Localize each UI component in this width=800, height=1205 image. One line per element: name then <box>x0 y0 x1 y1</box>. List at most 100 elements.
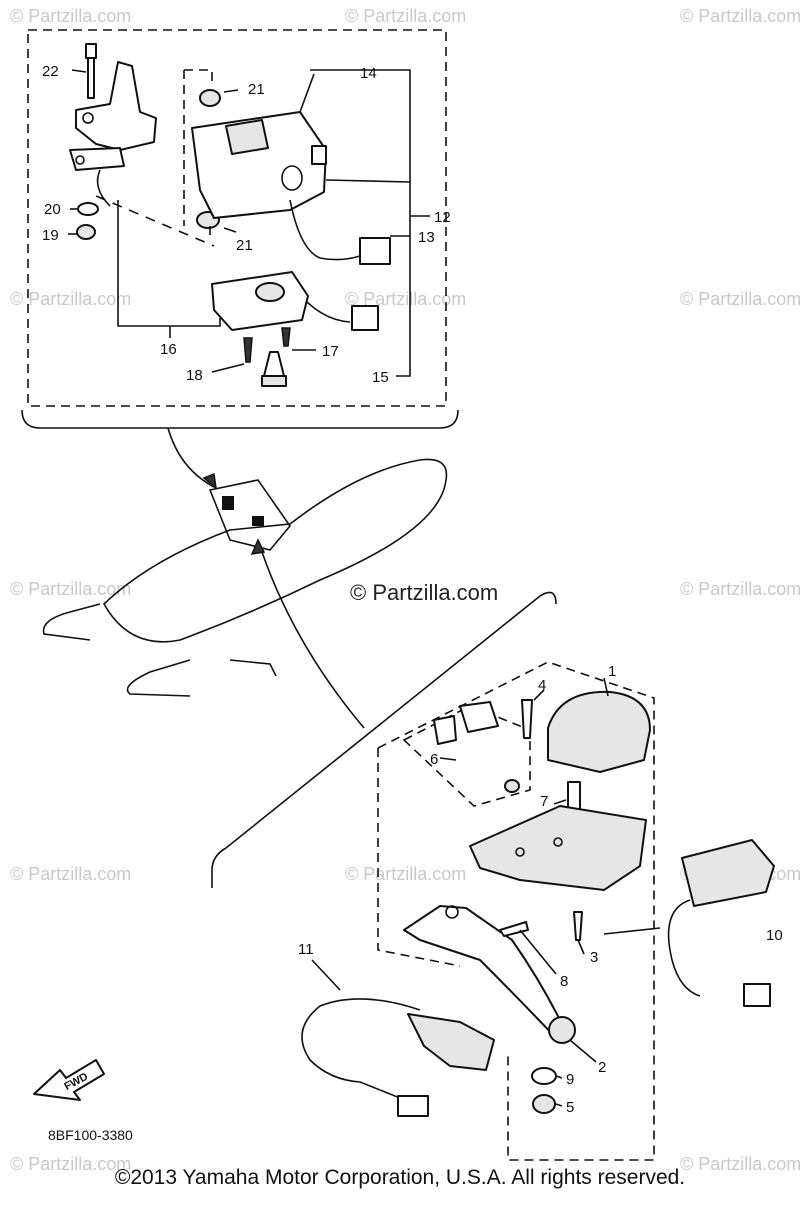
part-code: 8BF100-3380 <box>48 1127 133 1143</box>
screw-6 <box>433 715 457 745</box>
arrow-to-lever <box>257 539 365 729</box>
leader-8 <box>519 929 557 975</box>
callout-15: 15 <box>372 369 389 386</box>
throttle-marker <box>222 496 234 510</box>
leader-4 <box>533 689 545 701</box>
dashed-group-6 <box>402 705 531 807</box>
grommet-21 <box>199 89 221 107</box>
watermark: © Partzilla.com <box>345 289 466 309</box>
ski-right <box>126 659 191 697</box>
bracket-16-line <box>117 200 221 327</box>
leader-22 <box>71 69 87 73</box>
windshield <box>208 479 292 551</box>
bottom-dashed-frame <box>377 748 461 967</box>
nut-5 <box>532 1094 556 1114</box>
watermark: © Partzilla.com <box>10 289 131 309</box>
callout-4: 4 <box>538 677 546 694</box>
leader-21 <box>223 89 239 93</box>
switch-10-connector <box>743 983 771 1007</box>
leader-14 <box>299 73 315 113</box>
arrow-to-throttle <box>167 427 217 489</box>
bracket-hole <box>82 112 94 124</box>
bolt-22-shank <box>87 57 95 99</box>
callout-21: 21 <box>236 237 253 254</box>
callout-11: 11 <box>298 941 314 958</box>
housing-bore <box>281 165 303 191</box>
leader-2 <box>569 1039 597 1063</box>
callout-2: 2 <box>598 1059 606 1076</box>
callout-7: 7 <box>540 793 548 810</box>
divider-line <box>211 591 557 888</box>
arrow-head <box>250 538 266 555</box>
housing-hole <box>515 847 525 857</box>
dashed-leader <box>95 195 215 247</box>
callout-5: 5 <box>566 1099 574 1116</box>
bracket <box>75 61 157 151</box>
watermark: © Partzilla.com <box>10 864 131 884</box>
snowmobile-body <box>102 458 448 643</box>
washer-9 <box>531 1067 557 1085</box>
lever-assembly: 1 4 6 7 10 8 3 2 9 5 11 FWD 8BF100-3380 <box>33 591 783 1161</box>
watermark: © Partzilla.com <box>680 579 800 599</box>
bracket-plate <box>69 147 125 171</box>
watermark: © Partzilla.com <box>680 1154 800 1174</box>
callout-10: 10 <box>766 927 783 944</box>
nut-19 <box>76 224 96 240</box>
leader-7 <box>553 799 567 805</box>
screw-8 <box>499 921 529 937</box>
leader-21 <box>223 227 237 233</box>
arrow-head <box>202 472 218 490</box>
switch-button <box>225 119 269 155</box>
screw-4 <box>521 699 533 739</box>
callout-1: 1 <box>608 663 616 680</box>
screw-18 <box>243 337 253 363</box>
copyright-notice: ©2013 Yamaha Motor Corporation, U.S.A. A… <box>114 1166 686 1189</box>
watermark: © Partzilla.com <box>10 1154 131 1174</box>
grommet-bracket-lines <box>183 69 213 238</box>
ski-strut <box>229 659 277 677</box>
leader <box>325 179 411 183</box>
callout-16: 16 <box>160 341 177 358</box>
switch-10 <box>681 839 775 907</box>
bracket-12-line <box>310 69 411 377</box>
leader-11 <box>311 959 341 991</box>
sensor-11 <box>407 1013 495 1071</box>
callout-8: 8 <box>560 973 568 990</box>
connector-15 <box>351 305 379 331</box>
lever-pivot <box>445 905 459 919</box>
leader-18 <box>211 363 245 373</box>
watermark: © Partzilla.com <box>10 579 131 599</box>
leader-9 <box>555 1075 563 1079</box>
nut-6 <box>504 779 520 793</box>
callout-13: 13 <box>418 229 435 246</box>
callout-22: 22 <box>42 63 59 80</box>
callout-14: 14 <box>360 65 377 82</box>
screw-3 <box>573 911 583 941</box>
connector-13 <box>359 237 391 265</box>
ski-left <box>42 603 101 641</box>
center-watermark: © Partzilla.com <box>350 580 498 605</box>
leader-6 <box>439 757 457 761</box>
fwd-arrow-icon: FWD <box>33 1059 105 1101</box>
cap-6 <box>459 701 499 733</box>
callout-18: 18 <box>186 367 203 384</box>
leader-5 <box>555 1103 563 1107</box>
top-dashed-frame <box>27 29 447 407</box>
callout-20: 20 <box>44 201 61 218</box>
callout-6: 6 <box>430 751 438 768</box>
wire <box>96 169 111 207</box>
callout-19: 19 <box>42 227 59 244</box>
sensor-11-connector <box>397 1095 429 1117</box>
watermark: © Partzilla.com <box>680 289 800 309</box>
harness-wire <box>289 199 361 261</box>
watermark: © Partzilla.com <box>10 6 131 26</box>
top-frame-base <box>21 409 459 429</box>
switch-marker <box>252 516 264 526</box>
sensor-11-cable <box>301 998 421 1083</box>
switch-10-wire <box>667 899 701 997</box>
base-pivot <box>255 282 285 302</box>
housing-hole <box>553 837 563 847</box>
top-assembly: 22 21 14 20 19 21 13 12 16 17 18 15 <box>21 29 459 429</box>
washer-20 <box>77 202 99 216</box>
